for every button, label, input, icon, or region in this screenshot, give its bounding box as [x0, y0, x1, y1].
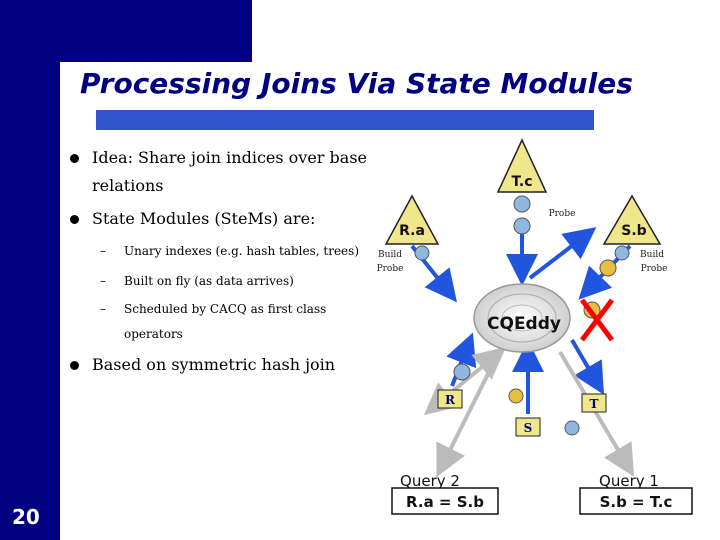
- title-background: [62, 62, 720, 110]
- source-t-box: [581, 393, 607, 413]
- stem-tc-triangle: [496, 138, 548, 193]
- subbullet-dash: –: [100, 274, 106, 288]
- query1-title: Query 1: [599, 472, 659, 490]
- label-probe-right: Probe: [641, 264, 668, 274]
- subbullet-2: Built on fly (as data arrives): [124, 274, 294, 288]
- bullet-2-line-1: State Modules (SteMs) are:: [92, 209, 316, 228]
- tuple-dot: [599, 259, 617, 277]
- slide-title: Processing Joins Via State Modules: [80, 67, 633, 100]
- cross-icon: [580, 298, 614, 342]
- stem-tc-label: T.c: [511, 174, 532, 190]
- bullet-1-line-2: relations: [92, 176, 164, 195]
- page-number: 20: [12, 505, 40, 529]
- query1-box: [579, 487, 693, 515]
- stem-ra-label: R.a: [399, 223, 425, 239]
- tuple-dot: [513, 195, 531, 213]
- bullet-1-line-1: Idea: Share join indices over base: [92, 148, 367, 167]
- cqeddy-swirl-inner: [487, 293, 557, 343]
- source-r-box: [437, 389, 463, 409]
- subbullet-3-line-1: Scheduled by CACQ as first class: [124, 302, 327, 316]
- left-navy-strip: [0, 0, 60, 540]
- arrow-eddy-sb: [528, 227, 597, 280]
- label-build-right: Build: [640, 250, 664, 260]
- label-probe-top: Probe: [549, 209, 576, 219]
- source-s-box: [515, 417, 541, 437]
- stem-sb-label: S.b: [621, 223, 646, 239]
- query2-predicate: R.a = S.b: [406, 493, 484, 511]
- bullet-dot: [70, 361, 79, 370]
- query1-predicate: S.b = T.c: [600, 493, 673, 511]
- tuple-dot: [453, 363, 471, 381]
- title-underline-bar: [96, 110, 594, 130]
- tuple-dot: [508, 388, 524, 404]
- subbullet-1: Unary indexes (e.g. hash tables, trees): [124, 244, 359, 258]
- source-r-label: R: [445, 393, 456, 407]
- bullet-dot: [70, 215, 79, 224]
- source-t-label: T: [590, 397, 599, 411]
- arrow-eddy-query2: [436, 349, 502, 478]
- cqeddy-label: CQEddy: [487, 314, 561, 334]
- source-s-label: S: [524, 421, 533, 435]
- subbullet-dash: –: [100, 244, 106, 258]
- stem-ra-triangle: [384, 194, 440, 245]
- tuple-dot: [614, 245, 630, 261]
- subbullet-dash: –: [100, 302, 106, 316]
- label-build-left: Build: [378, 250, 402, 260]
- cqeddy-swirl-core: [501, 304, 543, 332]
- tuple-dot: [513, 217, 531, 235]
- bullet-3-line-1: Based on symmetric hash join: [92, 355, 336, 374]
- query2-box: [391, 487, 499, 515]
- bullet-dot: [70, 154, 79, 163]
- tuple-dot: [414, 245, 430, 261]
- label-probe-left: Probe: [377, 264, 404, 274]
- tuple-dot: [564, 420, 580, 436]
- query2-title: Query 2: [400, 472, 460, 490]
- subbullet-3-line-2: operators: [124, 327, 183, 341]
- stem-sb-triangle: [602, 194, 662, 245]
- arrow-eddy-t: [570, 338, 605, 395]
